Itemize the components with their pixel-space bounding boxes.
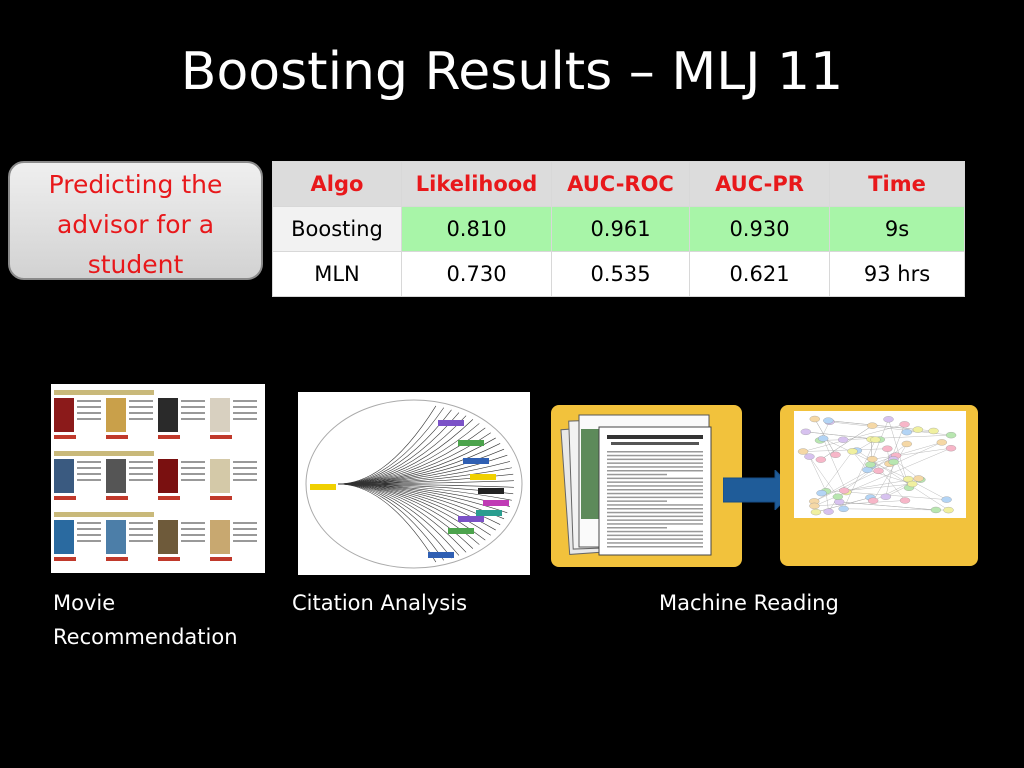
cell-likelihood: 0.730 [401,251,552,297]
cell-algo: MLN [272,251,402,297]
header-auc-roc: AUC-ROC [551,161,690,207]
table-header-row: Algo Likelihood AUC-ROC AUC-PR Time [272,161,965,207]
header-likelihood: Likelihood [401,161,552,207]
cell-auc-roc: 0.535 [551,251,690,297]
cell-algo: Boosting [272,206,402,252]
callout-box: Predicting the advisor for a student [8,161,263,280]
header-algo: Algo [272,161,402,207]
cell-time: 93 hrs [829,251,965,297]
cell-auc-roc: 0.961 [551,206,690,252]
document-stack-image [551,405,742,567]
table-row: Boosting 0.810 0.961 0.930 9s [272,206,965,252]
movie-recommendation-label: Movie Recommendation [53,591,238,649]
cell-auc-pr: 0.930 [689,206,830,252]
knowledge-graph-image [780,405,978,566]
citation-analysis-image [298,392,530,575]
slide-title: Boosting Results – MLJ 11 [180,42,844,102]
results-table: Algo Likelihood AUC-ROC AUC-PR Time Boos… [272,161,965,297]
movie-recommendation-image [51,384,265,573]
header-time: Time [829,161,965,207]
cell-auc-pr: 0.621 [689,251,830,297]
cell-likelihood: 0.810 [401,206,552,252]
header-auc-pr: AUC-PR [689,161,830,207]
table-row: MLN 0.730 0.535 0.621 93 hrs [272,251,965,297]
citation-analysis-label: Citation Analysis [292,591,468,615]
machine-reading-label: Machine Reading [659,591,839,615]
cell-time: 9s [829,206,965,252]
